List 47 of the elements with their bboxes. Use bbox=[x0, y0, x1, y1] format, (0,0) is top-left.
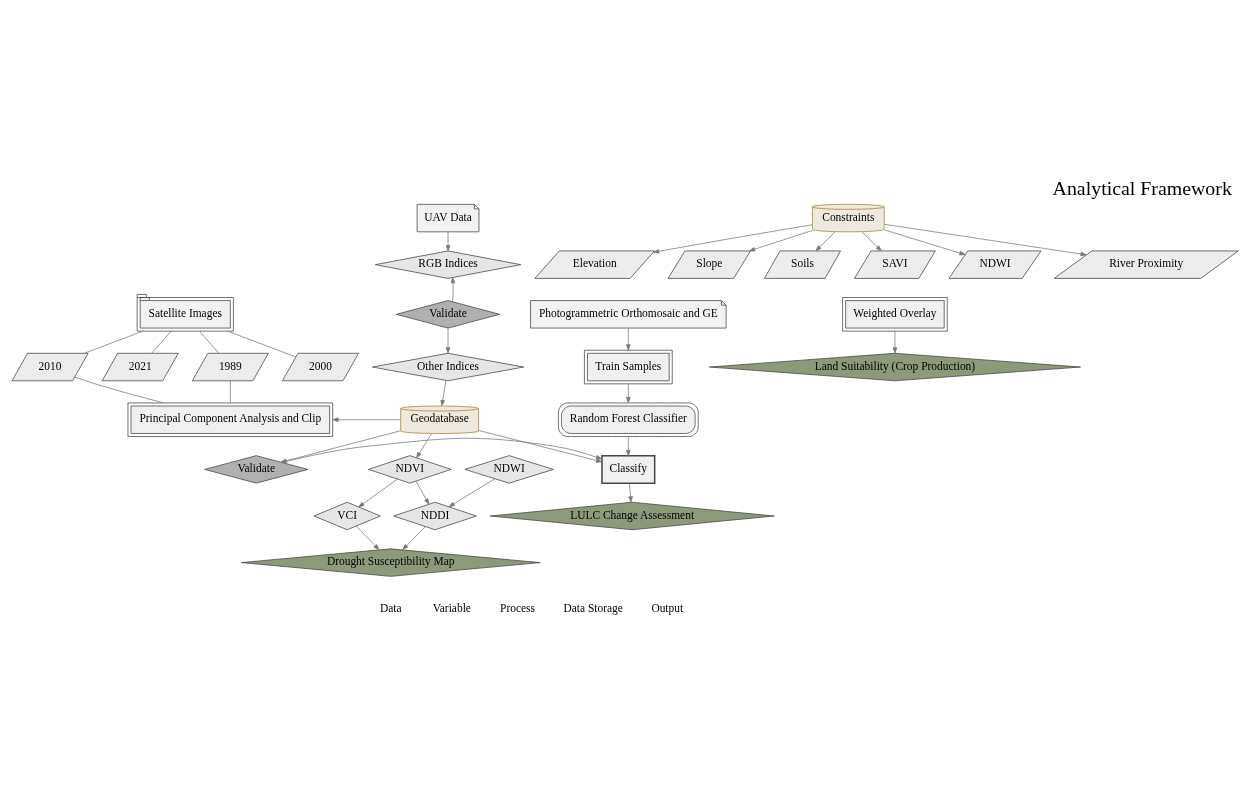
connector bbox=[229, 380, 231, 403]
connector bbox=[199, 330, 220, 353]
arrow bbox=[402, 525, 426, 550]
arrow bbox=[749, 229, 813, 251]
node-box: Classify bbox=[601, 454, 656, 484]
arrow bbox=[815, 231, 836, 251]
node-diamond: LULC Change Assessment bbox=[489, 501, 775, 530]
arrow bbox=[415, 480, 430, 505]
legend-label: Data Storage bbox=[563, 601, 623, 614]
connector bbox=[74, 376, 164, 403]
arrow bbox=[280, 429, 401, 463]
arrow bbox=[626, 327, 631, 350]
node-diamond: NDVI bbox=[368, 454, 452, 484]
arrow bbox=[478, 429, 603, 463]
node-diamond: Land Suitability (Crop Production) bbox=[708, 352, 1081, 381]
node-diamond: Other Indices bbox=[372, 352, 525, 381]
arrow bbox=[626, 383, 631, 403]
arrow bbox=[440, 379, 447, 406]
arrow bbox=[332, 417, 401, 422]
arrow bbox=[861, 231, 882, 251]
legend-label: Variable bbox=[432, 601, 471, 614]
arrow bbox=[281, 437, 603, 463]
arrow bbox=[416, 432, 432, 458]
arrow bbox=[445, 231, 451, 251]
node-diamond: Drought Susceptibility Map bbox=[240, 547, 541, 577]
legend-label: Data bbox=[379, 601, 402, 614]
arrow bbox=[626, 435, 631, 456]
node-diamond: RGB Indices bbox=[375, 250, 522, 279]
arrow bbox=[628, 482, 633, 502]
arrow bbox=[892, 330, 898, 353]
connector bbox=[84, 330, 144, 354]
arrow bbox=[883, 223, 1087, 256]
arrow bbox=[450, 276, 456, 302]
arrow bbox=[884, 229, 966, 255]
connector bbox=[151, 330, 172, 353]
diagram-title: Analytical Framework bbox=[1052, 176, 1232, 199]
arrow bbox=[653, 223, 813, 254]
node-diamond: Validate bbox=[396, 299, 501, 328]
arrow bbox=[358, 478, 398, 507]
arrow bbox=[448, 478, 496, 507]
node-diamond: Validate bbox=[204, 454, 309, 484]
arrow bbox=[355, 525, 380, 550]
node-diamond: NDWI bbox=[464, 454, 554, 484]
legend-label: Output bbox=[651, 601, 684, 614]
arrow bbox=[445, 327, 451, 353]
legend-label: Process bbox=[500, 601, 536, 614]
connector bbox=[227, 330, 297, 357]
